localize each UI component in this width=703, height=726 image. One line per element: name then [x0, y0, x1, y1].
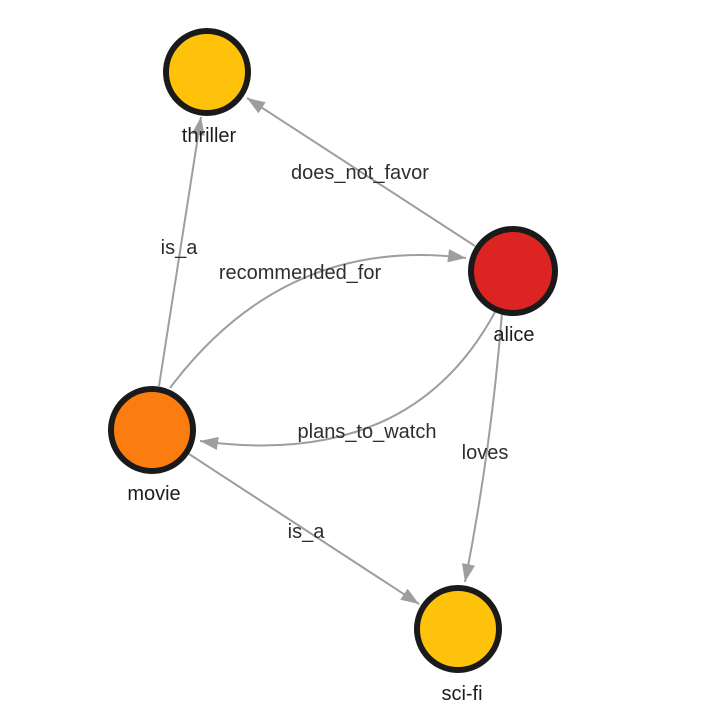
edges-layer	[158, 97, 503, 605]
node-movie-circle[interactable]	[108, 386, 196, 474]
edge-alice-loves-sci-fi[interactable]	[461, 312, 503, 583]
node-sci-fi[interactable]: sci-fi	[414, 585, 502, 705]
node-thriller-label: thriller	[182, 125, 237, 147]
node-thriller-circle[interactable]	[163, 28, 251, 116]
edge-movie-recommended-for-alice[interactable]	[169, 249, 467, 389]
node-movie[interactable]: movie	[108, 386, 196, 505]
edge-label-loves: loves	[462, 442, 509, 464]
nodes-layer: thriller alice movie sci-fi	[108, 28, 558, 705]
edge-label-recommended-for: recommended_for	[219, 262, 382, 284]
edge-label-is-a-top: is_a	[161, 237, 199, 259]
edge-label-does-not-favor: does_not_favor	[291, 162, 429, 184]
node-sci-fi-circle[interactable]	[414, 585, 502, 673]
edge-movie-is-a-sci-fi[interactable]	[188, 453, 420, 605]
edge-movie-is-a-thriller[interactable]	[158, 116, 205, 387]
node-alice[interactable]: alice	[468, 226, 558, 346]
node-sci-fi-label: sci-fi	[441, 683, 482, 705]
edge-labels-layer: does_not_favor is_a recommended_for plan…	[161, 162, 509, 543]
edge-alice-plans-to-watch-movie[interactable]	[199, 311, 496, 451]
node-movie-label: movie	[127, 483, 180, 505]
node-thriller[interactable]: thriller	[163, 28, 251, 147]
node-alice-label: alice	[493, 324, 534, 346]
edge-label-is-a-bottom: is_a	[288, 521, 326, 543]
edge-label-plans-to-watch: plans_to_watch	[298, 421, 437, 443]
node-alice-circle[interactable]	[468, 226, 558, 316]
edge-alice-does-not-favor-thriller[interactable]	[246, 97, 476, 247]
